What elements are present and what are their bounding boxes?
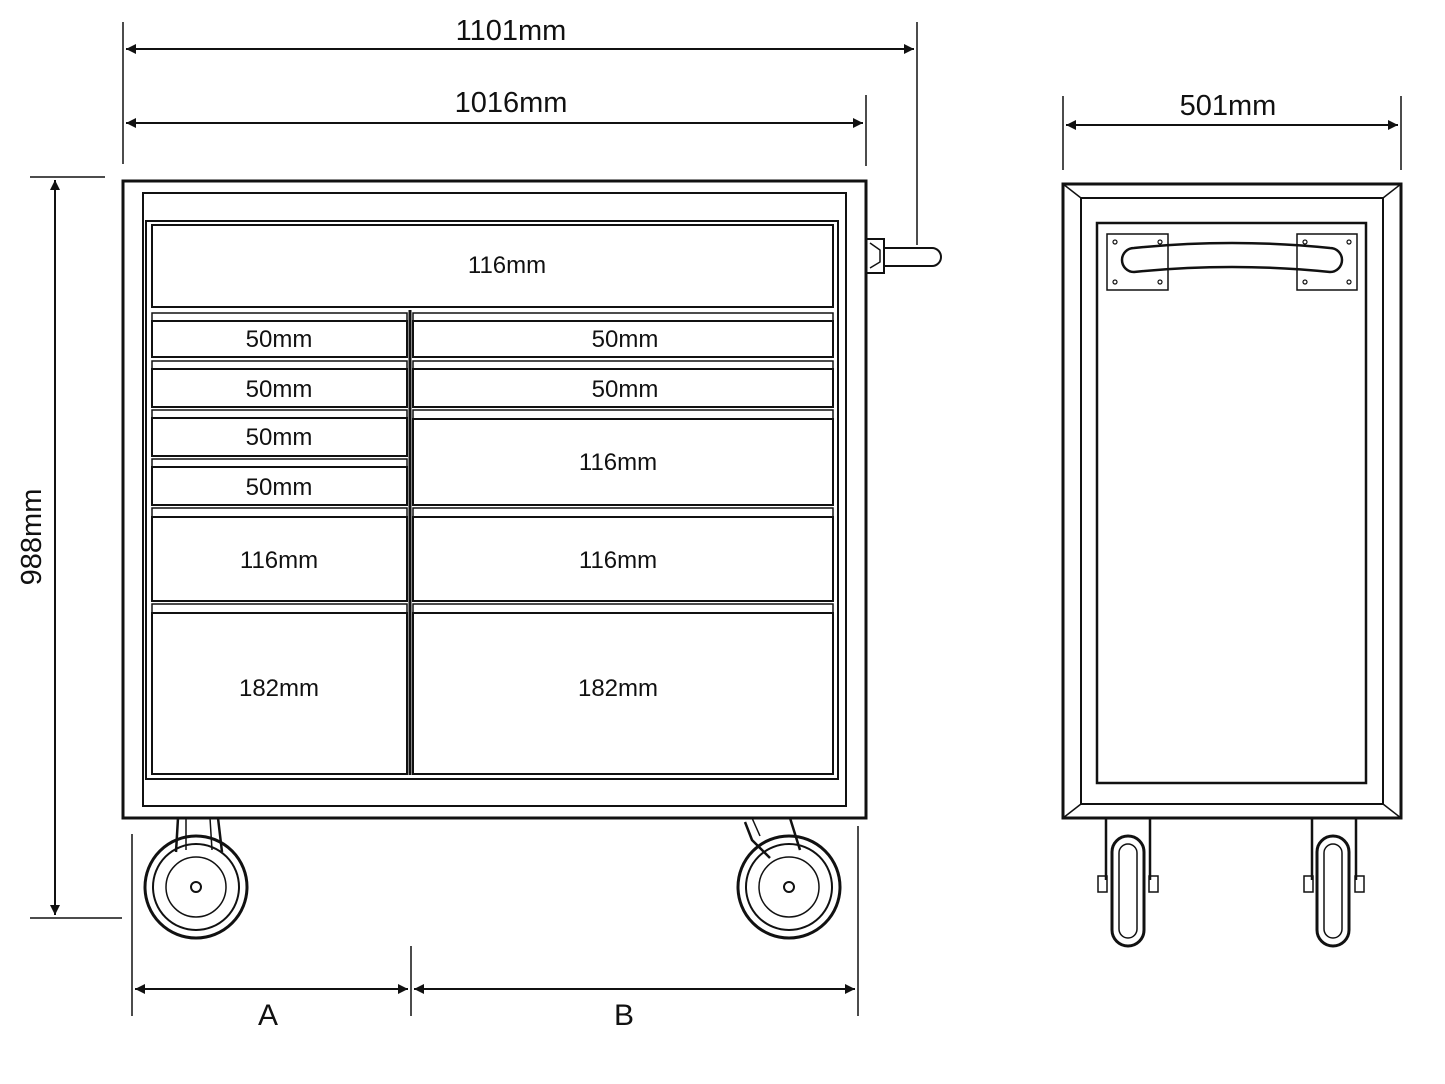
dimension-a-b: A B bbox=[131, 826, 859, 1032]
side-handle bbox=[865, 238, 942, 274]
left-column-drawers: 50mm 50mm 50mm 50mm 116mm bbox=[151, 312, 408, 775]
front-left-caster bbox=[143, 817, 249, 940]
drawer-right-5: 182mm bbox=[412, 603, 834, 775]
side-right-caster bbox=[1303, 818, 1365, 948]
drawer-left-5: 116mm bbox=[151, 507, 408, 602]
drawer-label: 116mm bbox=[579, 547, 657, 574]
side-panel bbox=[1095, 221, 1368, 785]
dimension-depth: 501mm bbox=[1062, 88, 1402, 170]
drawer-label: 182mm bbox=[239, 675, 319, 702]
front-right-caster bbox=[736, 817, 842, 940]
drawer-top-label: 116mm bbox=[468, 252, 546, 279]
drawer-left-1: 50mm bbox=[151, 312, 408, 358]
side-left-caster bbox=[1097, 818, 1159, 948]
drawer-right-2: 50mm bbox=[412, 360, 834, 408]
dimension-overall-width: 1101mm bbox=[122, 12, 918, 245]
dimension-body-width: 1016mm bbox=[126, 85, 867, 166]
overall-width-label: 1101mm bbox=[456, 15, 567, 47]
side-view bbox=[1061, 182, 1403, 948]
drawer-label: 116mm bbox=[579, 449, 657, 476]
drawer-left-6: 182mm bbox=[151, 603, 408, 775]
drawer-right-4: 116mm bbox=[412, 507, 834, 602]
drawer-label: 50mm bbox=[592, 326, 659, 353]
right-column-drawers: 50mm 50mm 116mm 116mm 182mm bbox=[412, 312, 834, 775]
drawer-label: 50mm bbox=[246, 376, 313, 403]
body-width-label: 1016mm bbox=[455, 87, 568, 119]
cabinet-inner-frame bbox=[142, 192, 847, 807]
dimension-height: 988mm bbox=[14, 176, 122, 919]
drawer-left-2: 50mm bbox=[151, 360, 408, 408]
section-a-label: A bbox=[258, 999, 278, 1032]
drawer-right-3: 116mm bbox=[412, 409, 834, 506]
cabinet-outer-frame bbox=[121, 179, 868, 820]
drawer-right-1: 50mm bbox=[412, 312, 834, 358]
drawer-label: 116mm bbox=[240, 547, 318, 574]
side-outer-frame bbox=[1061, 182, 1403, 820]
depth-label: 501mm bbox=[1180, 90, 1277, 122]
drawer-left-4: 50mm bbox=[151, 458, 408, 506]
drawer-label: 182mm bbox=[578, 675, 658, 702]
drawer-label: 50mm bbox=[246, 424, 313, 451]
front-view: 116mm 50mm 50mm 50mm 50mm bbox=[121, 179, 942, 940]
side-handle-bar bbox=[1106, 233, 1358, 291]
side-inner-frame bbox=[1080, 197, 1384, 805]
drawer-label: 50mm bbox=[592, 376, 659, 403]
drawer-top: 116mm bbox=[151, 224, 834, 308]
height-label: 988mm bbox=[16, 489, 48, 586]
section-b-label: B bbox=[614, 999, 634, 1032]
drawer-label: 50mm bbox=[246, 326, 313, 353]
drawer-left-3: 50mm bbox=[151, 409, 408, 457]
drawer-label: 50mm bbox=[246, 474, 313, 501]
